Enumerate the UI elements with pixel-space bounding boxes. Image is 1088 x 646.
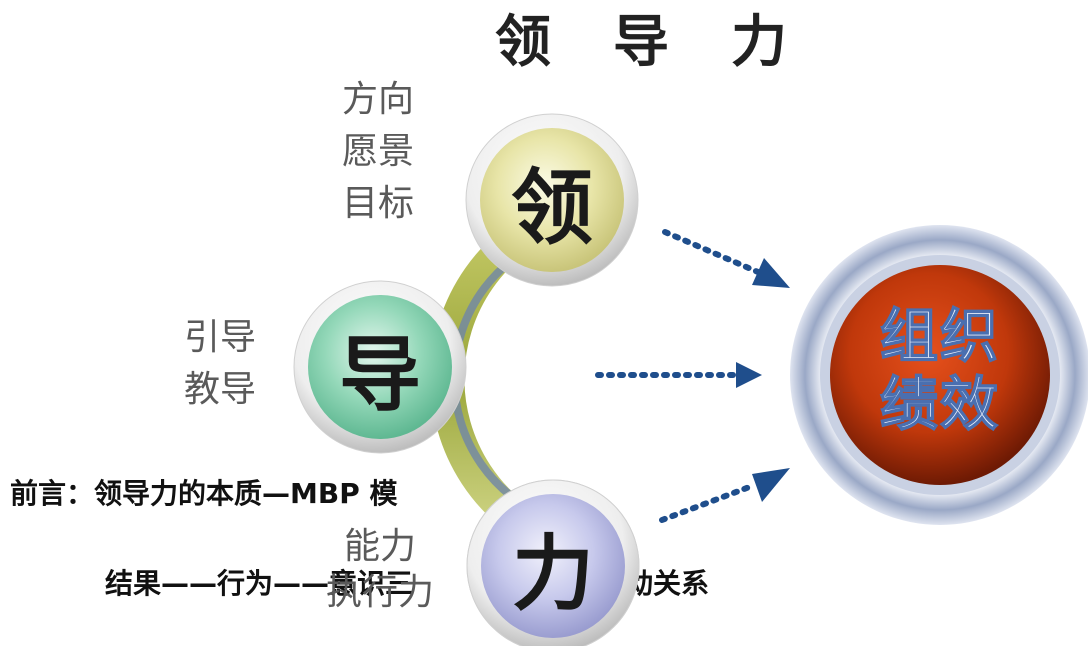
circle-middle-text: 导 [338,327,421,423]
label-middle-group: 引导 教导 [172,312,268,416]
label-top-group: 方向 愿景 目标 [330,74,426,230]
circle-top-text: 领 [510,160,593,256]
foreword-text: 前言：领导力的本质—MBP 模 [10,477,398,510]
label-vision: 愿景 [341,131,414,172]
label-execution: 执行力 [325,572,434,613]
arrow-top [662,229,790,288]
label-teach: 教导 [183,369,256,410]
outcome-core [830,265,1050,485]
label-direction: 方向 [341,79,414,120]
label-bottom-group: 能力 执行力 [315,524,445,616]
outcome-line-1: 组织 [879,301,1000,371]
label-ability: 能力 [343,526,416,567]
diagram-title: 领导力 [495,10,849,75]
relation-text-start: 结果——行为——意识三 [105,567,414,600]
label-guide: 引导 [183,317,256,358]
circle-bottom-text: 力 [511,526,594,622]
circle-bottom-fill-top [481,494,625,638]
arrow-bottom [659,468,790,523]
circle-bottom-overlay [466,479,640,646]
circle-top-fill [480,128,624,272]
circle-middle-fill [308,295,452,439]
arrow-middle [595,362,762,388]
relation-text: 结果——行为——意识三 [105,562,413,602]
label-goal: 目标 [341,183,414,224]
outcome-text: 组织 绩效 [830,295,1050,445]
outcome-line-2: 绩效 [879,369,1000,439]
